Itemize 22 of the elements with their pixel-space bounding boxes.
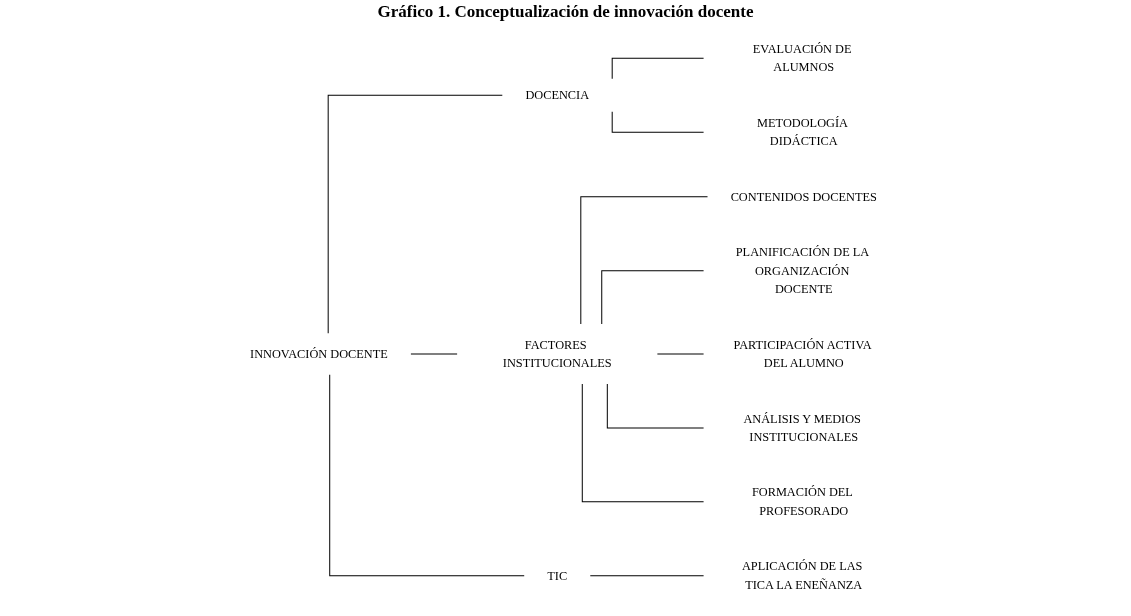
connector — [611, 57, 705, 80]
node-text: FORMACIÓN DEL PROFESORADO — [752, 485, 853, 518]
connector — [606, 383, 705, 429]
connector — [611, 111, 705, 133]
node-text: TIC — [547, 568, 568, 582]
node-text: DOCENCIA — [525, 88, 590, 102]
node-text: METODOLOGÍA DIDÁCTICA — [757, 115, 848, 148]
connector — [581, 383, 705, 503]
node-text: APLICACIÓN DE LAS TICA LA ENEÑANZA — [742, 559, 863, 592]
node-text: EVALUACIÓN DE ALUMNOS — [752, 42, 852, 74]
connector — [601, 270, 705, 325]
node-text: PLANIFICACIÓN DE LA ORGANIZACIÓN DOCENTE — [735, 245, 869, 296]
connector — [327, 94, 503, 334]
connector — [589, 575, 705, 577]
node-text: INNOVACIÓN DOCENTE — [250, 347, 388, 361]
diagram-title: Gráfico 1. Conceptualización de innovación docente — [376, 2, 755, 22]
node-text: CONTENIDOS DOCENTES — [730, 189, 877, 204]
node-text: ANÁLISIS Y MEDIOS INSTITUCIONALES — [743, 411, 862, 444]
node-text: PARTICIPACIÓN ACTIVA DEL ALUMNO — [733, 337, 872, 370]
connector — [580, 196, 709, 325]
connector — [329, 374, 525, 577]
node-text: FACTORES INSTITUCIONALES — [502, 337, 612, 370]
